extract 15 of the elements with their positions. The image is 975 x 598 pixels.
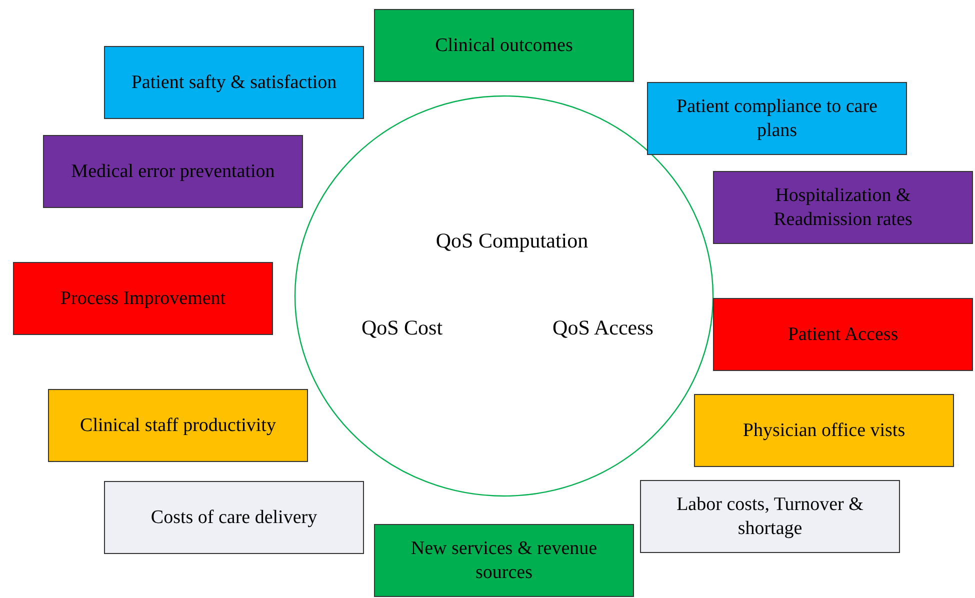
factor-box: Hospitalization & Readmission rates [713, 171, 973, 244]
factor-box: Physician office vists [694, 394, 954, 467]
factor-box: Patient safty & satisfaction [104, 46, 364, 119]
circle-label: QoS Cost [361, 316, 443, 340]
factor-box: Clinical outcomes [374, 9, 634, 82]
factor-box: Labor costs, Turnover & shortage [640, 480, 900, 553]
factor-box: Process Improvement [13, 262, 273, 335]
factor-box: Patient Access [713, 298, 973, 371]
factor-box: Patient compliance to care plans [647, 82, 907, 155]
circle-label: QoS Access [552, 316, 654, 340]
factor-box: New services & revenue sources [374, 524, 634, 597]
factor-box: Medical error preventation [43, 135, 303, 208]
circle-title: QoS Computation [436, 228, 588, 254]
factor-box: Costs of care delivery [104, 481, 364, 554]
factor-box: Clinical staff productivity [48, 389, 308, 462]
